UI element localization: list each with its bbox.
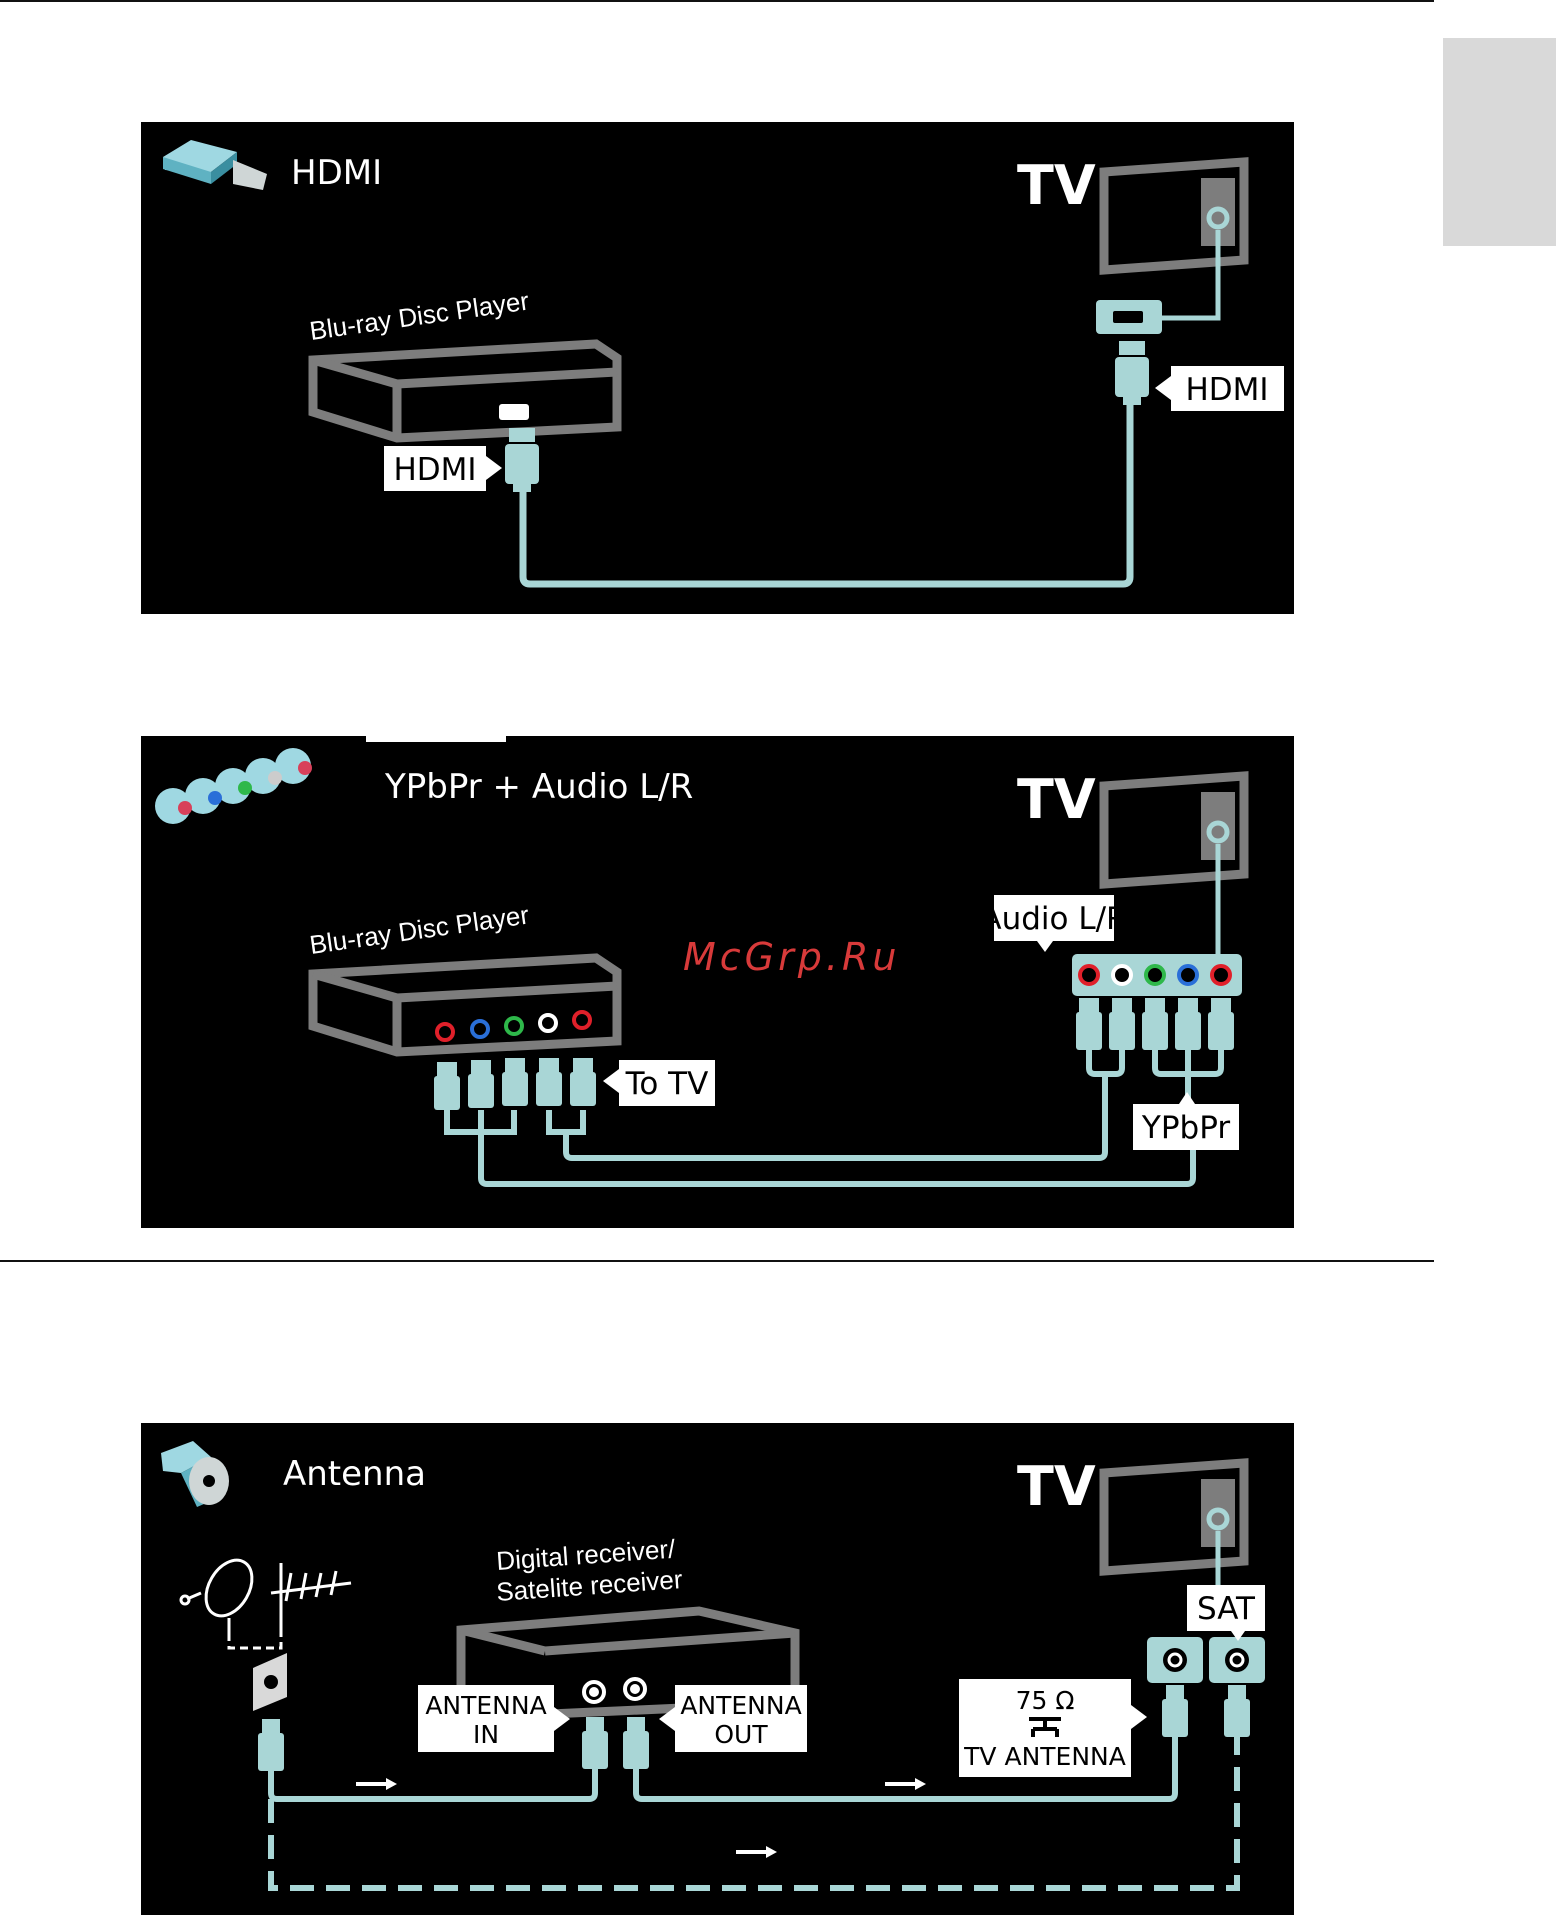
player-hdmi-port bbox=[499, 404, 529, 420]
satellite-dish-icon bbox=[181, 1552, 261, 1633]
svg-text:Audio L/R: Audio L/R bbox=[980, 901, 1127, 937]
tv-icon bbox=[1104, 776, 1244, 884]
header-notch bbox=[366, 736, 506, 742]
hdmi-source-tag: HDMI bbox=[384, 446, 502, 491]
tv-antenna-tag: 75 Ω TV ANTENNA bbox=[959, 1679, 1147, 1777]
svg-text:TV ANTENNA: TV ANTENNA bbox=[963, 1742, 1126, 1771]
tv-rca-plugs bbox=[1076, 998, 1234, 1050]
tv-side-port-slot bbox=[1113, 311, 1143, 323]
audio-lr-tag: Audio L/R bbox=[980, 895, 1127, 952]
ypbpr-tag: YPbPr bbox=[1133, 1092, 1239, 1150]
top-rule bbox=[0, 0, 1434, 2]
antenna-join bbox=[229, 1633, 281, 1648]
blu-ray-player bbox=[313, 344, 617, 438]
tv-label: TV bbox=[1017, 154, 1096, 217]
antenna-out-tag: ANTENNA OUT bbox=[659, 1685, 807, 1752]
svg-text:OUT: OUT bbox=[714, 1720, 768, 1749]
hdmi-plug-player bbox=[505, 428, 539, 492]
svg-text:ANTENNA: ANTENNA bbox=[425, 1691, 546, 1720]
player-rca-plugs bbox=[434, 1058, 596, 1110]
device-label: Blu-ray Disc Player bbox=[308, 285, 531, 346]
ypbpr-panel: YPbPr + Audio L/R TV Blu-ray Disc Player bbox=[141, 736, 1294, 1228]
coax-plug-icon bbox=[161, 1441, 229, 1507]
svg-text:To TV: To TV bbox=[625, 1066, 709, 1102]
watermark: McGrp.Ru bbox=[683, 935, 900, 979]
receiver-ports bbox=[584, 1679, 645, 1702]
player-rca-jacks bbox=[437, 1012, 590, 1040]
hdmi-panel: HDMI TV Blu-ray Disc Player bbox=[141, 122, 1294, 614]
panel-title: Antenna bbox=[283, 1454, 426, 1494]
rca-plugs-icon bbox=[155, 748, 312, 824]
antenna-panel: Antenna TV Digital re bbox=[141, 1423, 1294, 1915]
tv-label: TV bbox=[1017, 1455, 1096, 1518]
tv-icon bbox=[1104, 162, 1244, 270]
hdmi-plug-icon bbox=[163, 140, 267, 190]
device-label: Blu-ray Disc Player bbox=[308, 899, 531, 960]
hdmi-tv-tag: HDMI bbox=[1155, 366, 1284, 411]
tv-antenna-icon bbox=[271, 1563, 351, 1633]
svg-text:SAT: SAT bbox=[1197, 1591, 1256, 1627]
panel-title: YPbPr + Audio L/R bbox=[384, 767, 693, 807]
hdmi-plug-tv bbox=[1115, 341, 1149, 405]
to-tv-tag: To TV bbox=[603, 1060, 715, 1106]
antenna-in-tag: ANTENNA IN bbox=[418, 1685, 570, 1752]
flow-arrows bbox=[356, 1778, 926, 1858]
svg-text:IN: IN bbox=[473, 1720, 499, 1749]
svg-text:75 Ω: 75 Ω bbox=[1016, 1686, 1075, 1715]
wall-socket bbox=[253, 1653, 287, 1711]
tv-coax-ports bbox=[1147, 1637, 1265, 1683]
svg-text:HDMI: HDMI bbox=[393, 452, 476, 488]
sat-tag: SAT bbox=[1187, 1585, 1265, 1641]
svg-text:HDMI: HDMI bbox=[1185, 372, 1268, 408]
panel-title: HDMI bbox=[291, 153, 382, 193]
svg-text:YPbPr: YPbPr bbox=[1141, 1110, 1230, 1146]
tv-label: TV bbox=[1017, 768, 1096, 831]
section-rule bbox=[0, 1260, 1434, 1262]
side-tab bbox=[1443, 38, 1556, 246]
tv-icon bbox=[1104, 1463, 1244, 1571]
blu-ray-player bbox=[313, 958, 617, 1052]
svg-text:ANTENNA: ANTENNA bbox=[680, 1691, 801, 1720]
